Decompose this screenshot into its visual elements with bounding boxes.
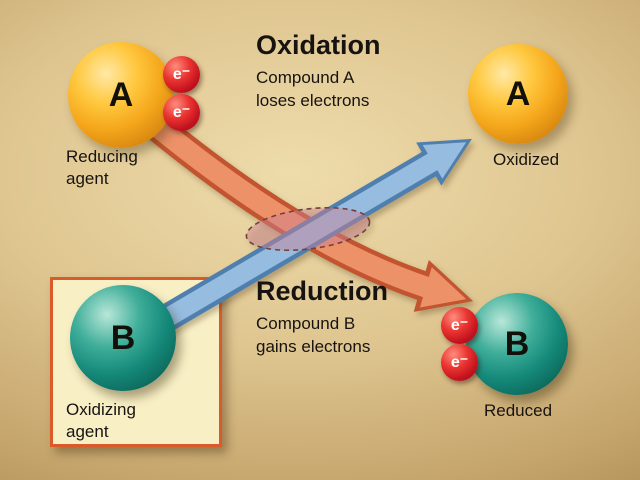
electron-icon: e⁻ — [163, 94, 200, 131]
oxidizing-agent-caption-line1: Oxidizing — [66, 400, 136, 419]
oxidizing-agent-caption-line2: agent — [66, 422, 109, 441]
reducing-agent-caption-line1: Reducing — [66, 147, 138, 166]
electron-transfer-arrow-blue — [142, 138, 472, 341]
oxidation-description-line2: loses electrons — [256, 91, 370, 110]
electron-label: e⁻ — [450, 316, 469, 334]
compound-b-reactant-sphere: B — [70, 285, 176, 391]
electron-icon: e⁻ — [441, 307, 478, 344]
electron-icon: e⁻ — [441, 344, 478, 381]
oxidized-caption: Oxidized — [493, 150, 560, 169]
electron-icon: e⁻ — [163, 56, 200, 93]
oxidizing-agent-caption: Oxidizing agent — [66, 399, 136, 443]
compound-b-label: B — [110, 318, 136, 357]
compound-b-reduced-label: B — [504, 324, 530, 363]
compound-a-reactant-sphere: A — [68, 42, 174, 148]
oxidation-description-line1: Compound A — [256, 68, 355, 87]
reducing-agent-caption-line2: agent — [66, 169, 109, 188]
reduction-description-line2: gains electrons — [256, 337, 371, 356]
reduction-heading: Reduction — [256, 276, 388, 306]
exchange-overlap-ellipse — [245, 206, 371, 252]
compound-a-oxidized-sphere: A — [468, 44, 568, 144]
compound-a-oxidized-label: A — [505, 74, 531, 113]
oxidation-description: Compound A loses electrons — [256, 66, 369, 112]
reducing-agent-caption: Reducing agent — [66, 146, 138, 190]
oxidation-heading: Oxidation — [256, 30, 381, 60]
electron-label: e⁻ — [172, 65, 191, 83]
electron-label: e⁻ — [450, 353, 469, 371]
reduction-description: Compound B gains electrons — [256, 312, 370, 358]
electron-label: e⁻ — [172, 103, 191, 121]
compound-a-label: A — [108, 75, 134, 114]
reduced-caption: Reduced — [484, 401, 553, 420]
reduction-description-line1: Compound B — [256, 314, 356, 333]
electron-transfer-arrow-orange — [125, 96, 474, 312]
compound-b-reduced-sphere: B — [466, 293, 568, 395]
